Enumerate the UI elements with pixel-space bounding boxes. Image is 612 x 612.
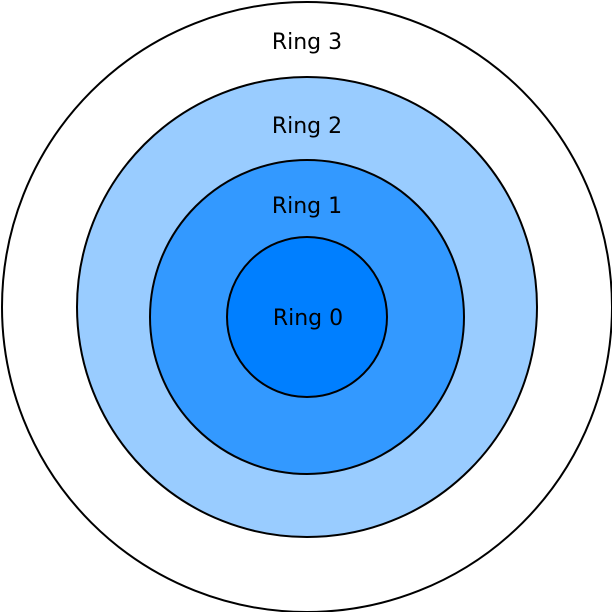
ring-2-label: Ring 2: [272, 114, 342, 139]
ring-3-label: Ring 3: [272, 30, 342, 55]
ring-1-label: Ring 1: [272, 194, 342, 219]
ring-0-label: Ring 0: [273, 306, 343, 331]
ring-0-circle: [226, 236, 388, 398]
ring-0: Ring 0: [226, 236, 388, 398]
